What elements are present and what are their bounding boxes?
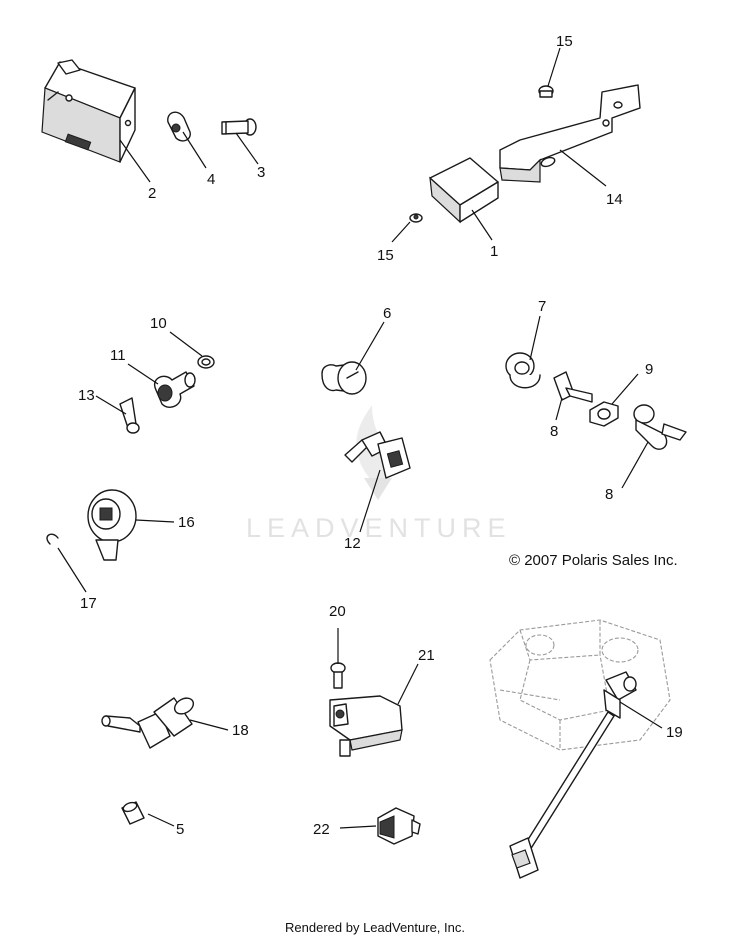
part-18-crank-sensor	[101, 697, 195, 749]
leader-19	[619, 701, 663, 729]
part-4-clip	[167, 111, 191, 142]
leader-18	[189, 719, 229, 731]
leader-8-switch	[621, 441, 649, 489]
leader-14	[559, 149, 607, 187]
leader-2	[119, 139, 151, 183]
callout-18: 18	[232, 722, 249, 739]
leader-15-bottom	[391, 221, 411, 243]
leader-21	[397, 663, 419, 705]
callout-3: 3	[257, 164, 265, 181]
leader-8-key	[555, 397, 563, 421]
callout-4: 4	[207, 171, 215, 188]
part-5-pin	[121, 801, 145, 825]
part-7-grommet	[505, 352, 541, 389]
leader-6	[355, 321, 385, 371]
part-1-module	[429, 157, 499, 224]
leader-16	[135, 519, 175, 523]
callout-11: 11	[110, 347, 126, 364]
callout-10: 10	[150, 315, 167, 332]
part-19-sensor-with-throttle-body	[489, 619, 671, 879]
callout-22: 22	[313, 821, 330, 838]
leader-4	[182, 131, 207, 169]
part-8-switch	[633, 404, 687, 450]
callout-13: 13	[78, 387, 95, 404]
callout-17: 17	[80, 595, 97, 612]
part-17-c-clip	[46, 533, 59, 545]
leader-11	[127, 363, 159, 385]
callout-21: 21	[418, 647, 435, 664]
leader-17	[57, 547, 87, 593]
callout-6: 6	[383, 305, 391, 322]
callout-labels: 2 4 3 15 14 1 15 10 11 13 6 7 9 8 8 16 1…	[78, 33, 683, 838]
part-14-bracket	[499, 84, 641, 183]
part-20-screw	[330, 662, 346, 689]
callout-8-key: 8	[550, 423, 558, 440]
part-11-sensor	[153, 371, 196, 408]
part-10-o-ring	[197, 355, 215, 369]
part-16-knock-sensor	[87, 489, 137, 561]
part-15-nut-bottom	[409, 213, 423, 223]
leader-12	[359, 469, 381, 533]
callout-20: 20	[329, 603, 346, 620]
leader-5	[147, 813, 175, 827]
callout-15-top: 15	[556, 33, 573, 50]
callout-15-bottom: 15	[377, 247, 394, 264]
part-22-switch	[377, 807, 421, 845]
leader-13	[95, 395, 127, 415]
part-13-bolt	[119, 397, 140, 434]
copyright-notice: © 2007 Polaris Sales Inc.	[509, 552, 678, 569]
leader-10	[169, 331, 203, 357]
callout-7: 7	[538, 298, 546, 315]
part-2-ecu-housing	[41, 59, 136, 163]
callout-12: 12	[344, 535, 361, 552]
leader-lines	[57, 47, 663, 829]
leader-1	[471, 209, 493, 241]
callout-9: 9	[645, 361, 653, 378]
part-12-temp-sensor	[344, 431, 411, 479]
part-15-rivet-top	[538, 85, 554, 98]
leader-3	[235, 132, 259, 165]
callout-1: 1	[490, 243, 498, 260]
callout-2: 2	[148, 185, 156, 202]
leader-9	[611, 373, 639, 405]
part-9-nut	[589, 401, 619, 427]
part-3-bolt	[221, 118, 257, 136]
callout-19: 19	[666, 724, 683, 741]
watermark-text: LEADVENTURE	[246, 513, 512, 543]
callout-16: 16	[178, 514, 195, 531]
leader-22	[339, 825, 377, 829]
render-footer: Rendered by LeadVenture, Inc.	[285, 920, 465, 935]
part-6-cap	[321, 361, 367, 395]
callout-8-switch: 8	[605, 486, 613, 503]
part-21-map-sensor	[329, 695, 403, 757]
watermark: LEADVENTURE	[246, 405, 512, 543]
part-8-key	[553, 371, 593, 403]
leader-7	[529, 315, 541, 361]
callout-5: 5	[176, 821, 184, 838]
leader-15-top	[547, 47, 561, 87]
callout-14: 14	[606, 191, 623, 208]
